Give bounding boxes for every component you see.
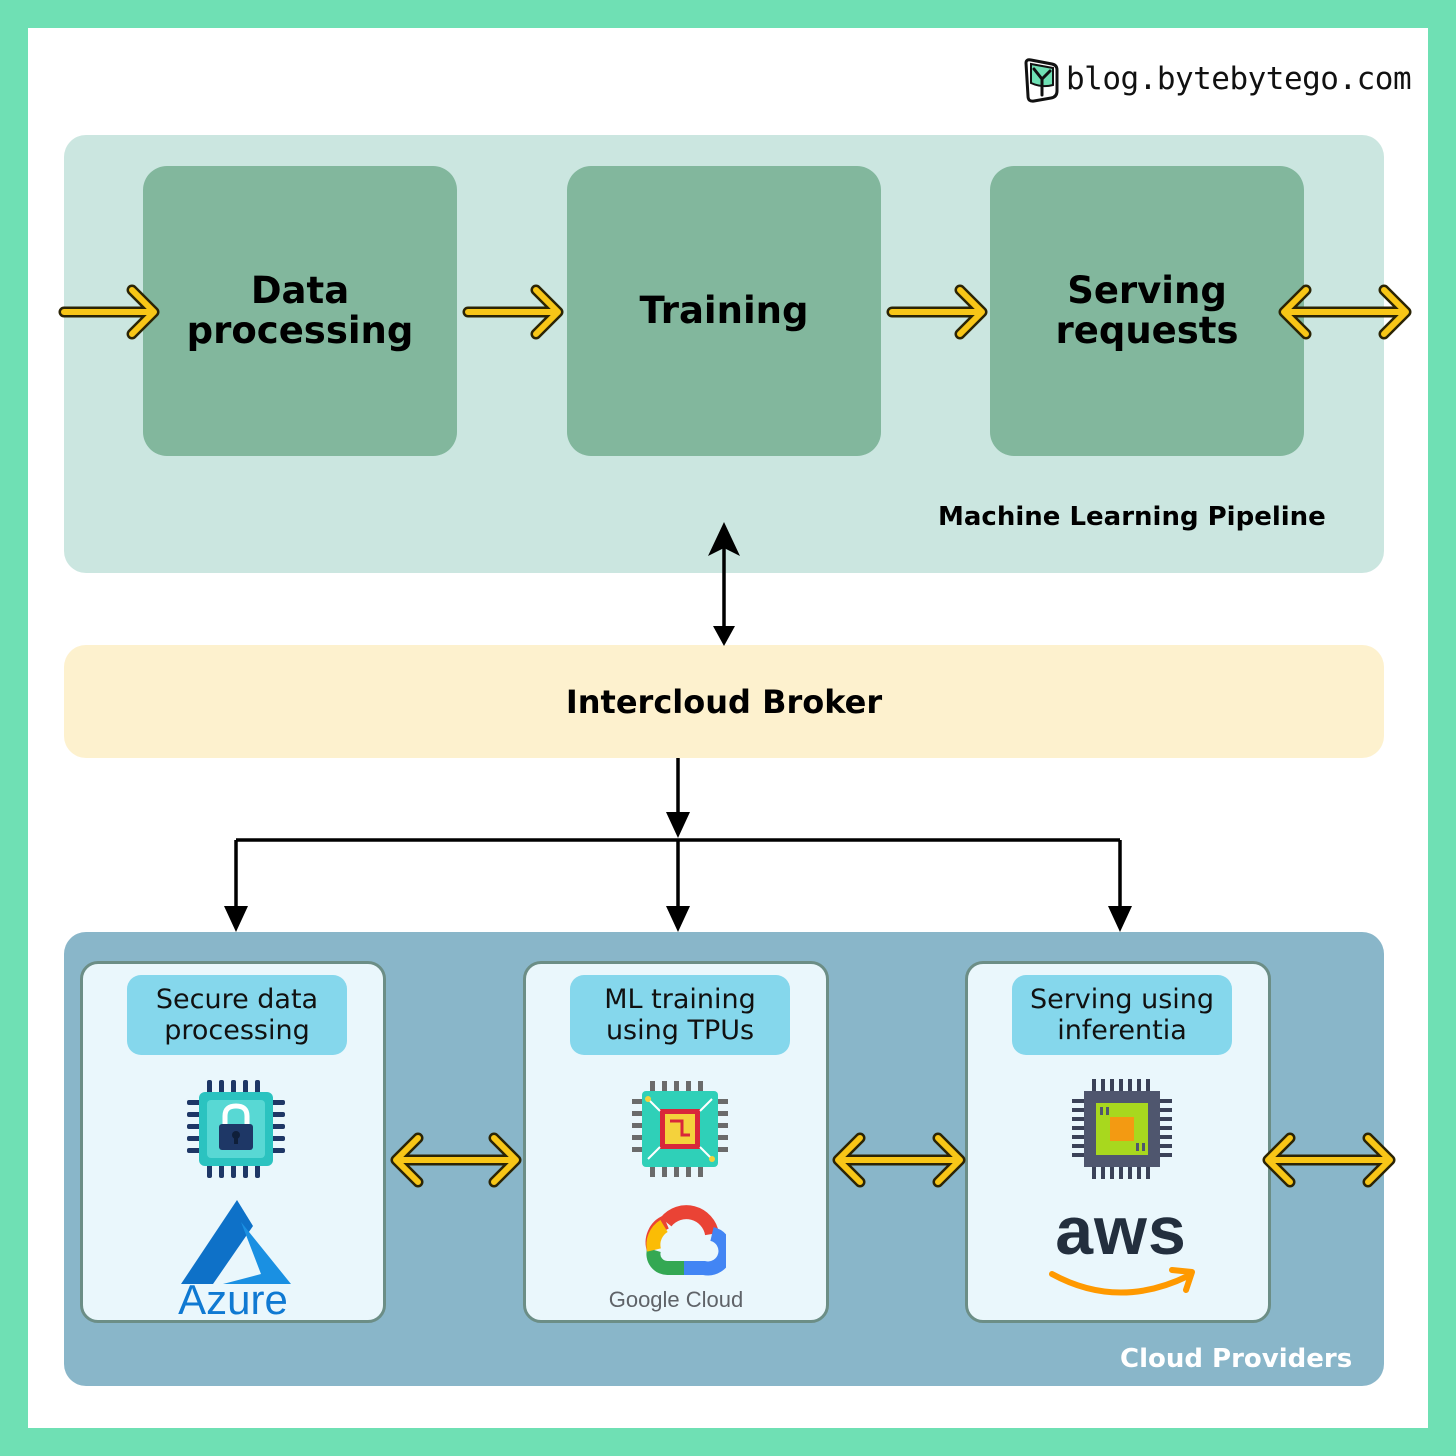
stage-label: Data processing <box>186 269 414 352</box>
brand[interactable]: blog.bytebytego.com <box>1022 52 1412 106</box>
provider-card-aws[interactable]: Serving using inferentia aws <box>965 961 1271 1323</box>
intercloud-broker[interactable]: Intercloud Broker <box>64 645 1384 758</box>
stage-training[interactable]: Training <box>567 166 881 456</box>
stage-serving-requests[interactable]: Serving requests <box>990 166 1304 456</box>
tpu-chip-icon <box>632 1081 728 1177</box>
provider-card-google-cloud[interactable]: ML training using TPUs Google Cloud <box>523 961 829 1323</box>
stage-data-processing[interactable]: Data processing <box>143 166 457 456</box>
azure-wordmark: Azure <box>178 1276 288 1323</box>
card-label: ML training using TPUs <box>570 975 790 1055</box>
cloud-providers-label: Cloud Providers <box>1120 1344 1353 1374</box>
azure-logo-icon <box>181 1200 291 1284</box>
broker-label: Intercloud Broker <box>565 682 883 721</box>
card-label: Serving using inferentia <box>1012 975 1232 1055</box>
provider-card-azure[interactable]: Secure data processing Azure <box>80 961 386 1323</box>
google-cloud-wordmark: Google Cloud <box>608 1287 744 1312</box>
inferentia-chip-icon <box>1072 1079 1172 1179</box>
brand-site-url: blog.bytebytego.com <box>1066 61 1412 97</box>
card-label: Secure data processing <box>127 975 347 1055</box>
secure-chip-lock-icon <box>187 1080 285 1178</box>
ml-pipeline-label: Machine Learning Pipeline <box>938 502 1326 532</box>
stage-label: Serving requests <box>1055 269 1239 352</box>
aws-smile-icon <box>1049 1267 1195 1296</box>
bytebytego-logo-icon <box>1024 58 1059 103</box>
google-cloud-logo-icon <box>645 1205 726 1276</box>
aws-wordmark: aws <box>1055 1193 1187 1269</box>
stage-label: Training <box>639 289 809 332</box>
